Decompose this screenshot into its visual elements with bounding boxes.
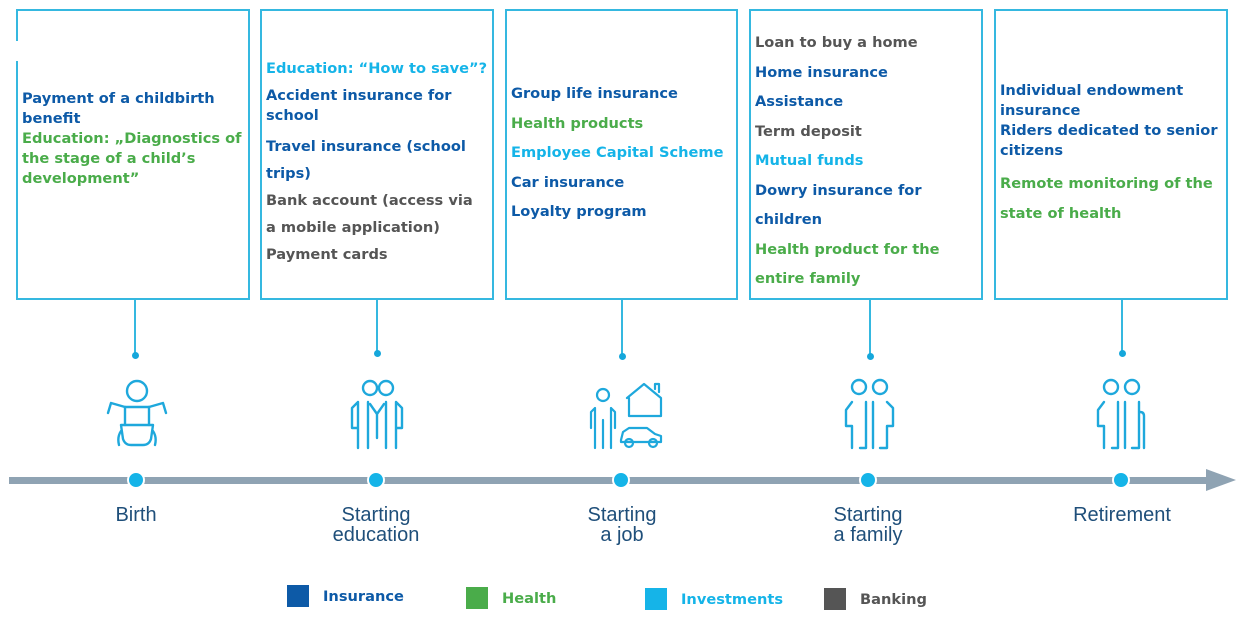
box-item: Health products bbox=[511, 114, 644, 132]
connector-line bbox=[621, 300, 623, 355]
box-item: Remote monitoring of the state of health bbox=[1000, 175, 1213, 222]
couple-icon bbox=[842, 378, 898, 456]
box-item: Riders dedicated to senior citizens bbox=[1000, 122, 1218, 159]
timeline-arrow bbox=[1206, 469, 1236, 491]
stage-dot-starting-a-job bbox=[612, 471, 630, 489]
connector-line bbox=[1121, 300, 1123, 353]
box-item: Dowry insurance for children bbox=[755, 181, 922, 229]
box-item: Bank account (access via a mobile applic… bbox=[266, 192, 473, 236]
stage-dot-birth bbox=[127, 471, 145, 489]
stage-box-retirement: Individual endowment insurance Riders de… bbox=[994, 9, 1228, 300]
stage-dot-starting-education bbox=[367, 471, 385, 489]
box-item: Payment of a childbirth benefit bbox=[22, 90, 215, 127]
box-item: Car insurance bbox=[511, 173, 625, 191]
legend-label: Insurance bbox=[323, 587, 404, 605]
stage-label-starting-education: Starting education bbox=[332, 504, 420, 546]
box-item: Payment cards bbox=[266, 246, 388, 263]
connector-line bbox=[134, 300, 136, 355]
legend-insurance: Insurance bbox=[287, 585, 404, 607]
legend-label: Health bbox=[502, 589, 557, 607]
box-item: Individual endowment insurance bbox=[1000, 82, 1184, 119]
stage-dot-retirement bbox=[1112, 471, 1130, 489]
legend-label: Investments bbox=[681, 590, 784, 608]
stage-box-starting-education: Education: “How to save”? Accident insur… bbox=[260, 9, 494, 300]
legend-swatch-investments bbox=[645, 588, 667, 610]
box-item: Mutual funds bbox=[755, 152, 864, 169]
connector-dot bbox=[1119, 350, 1126, 357]
stage-dot-starting-a-family bbox=[859, 471, 877, 489]
box-item: Employee Capital Scheme bbox=[511, 144, 724, 161]
connector-line bbox=[376, 300, 378, 352]
senior-couple-icon bbox=[1094, 378, 1150, 456]
box-item: Group life insurance bbox=[511, 85, 678, 102]
box-item: Accident insurance for school bbox=[266, 87, 452, 124]
legend-investments: Investments bbox=[645, 588, 783, 610]
legend-health: Health bbox=[466, 587, 556, 609]
box-item: Loan to buy a home bbox=[755, 34, 918, 51]
stage-label-starting-a-job: Starting a job bbox=[587, 504, 657, 546]
stage-label-starting-a-family: Starting a family bbox=[833, 504, 903, 546]
person-house-car-icon bbox=[585, 380, 665, 456]
stage-box-starting-a-job: Group life insurance Health products Emp… bbox=[505, 9, 738, 300]
stage-label-birth: Birth bbox=[115, 504, 157, 526]
stage-box-birth: Payment of a childbirth benefit Educatio… bbox=[16, 9, 250, 300]
box-item: Home insurance bbox=[755, 63, 888, 81]
legend-swatch-health bbox=[466, 587, 488, 609]
connector-line bbox=[869, 300, 871, 355]
box-item: Education: “How to save”? bbox=[266, 60, 488, 77]
stage-label-retirement: Retirement bbox=[1073, 504, 1171, 526]
legend-banking: Banking bbox=[824, 588, 927, 610]
timeline-axis bbox=[9, 477, 1209, 484]
stage-box-starting-a-family: Loan to buy a home Home insurance Assist… bbox=[749, 9, 983, 300]
legend-label: Banking bbox=[860, 590, 927, 608]
box-item: Loyalty program bbox=[511, 203, 647, 220]
box-item: Health product for the entire family bbox=[755, 240, 940, 288]
connector-dot bbox=[374, 350, 381, 357]
parent-child-icon bbox=[348, 378, 406, 456]
box-item: Travel insurance (school trips) bbox=[266, 138, 466, 182]
box-item: Education: „Diagnostics of the stage of … bbox=[22, 130, 242, 187]
baby-icon bbox=[105, 375, 169, 455]
legend-swatch-insurance bbox=[287, 585, 309, 607]
box-item: Term deposit bbox=[755, 122, 862, 140]
connector-dot bbox=[867, 353, 874, 360]
legend-swatch-banking bbox=[824, 588, 846, 610]
box-item: Assistance bbox=[755, 93, 844, 110]
connector-dot bbox=[619, 353, 626, 360]
connector-dot bbox=[132, 352, 139, 359]
